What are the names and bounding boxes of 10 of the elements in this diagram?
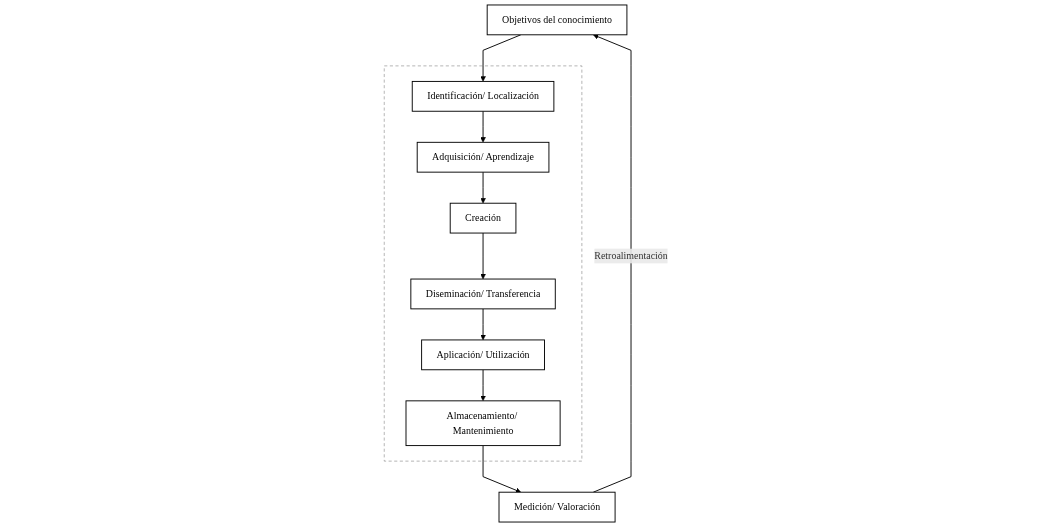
cluster — [383, 65, 583, 462]
node-box: Aplicación/ Utilización — [421, 339, 545, 371]
node-box: Diseminación/ Transferencia — [410, 278, 556, 310]
edge-label: Retroalimentación — [594, 250, 668, 262]
node-box: Creación — [449, 202, 517, 234]
node-box: Objetivos del conocimiento — [486, 4, 628, 36]
node-box: Adquisición/ Aprendizaje — [416, 141, 550, 173]
node-box: Identificación/ Localización — [411, 80, 555, 112]
node-box: Medición/ Valoración — [498, 491, 616, 523]
node-box: Almacenamiento/ Mantenimiento — [405, 400, 561, 447]
